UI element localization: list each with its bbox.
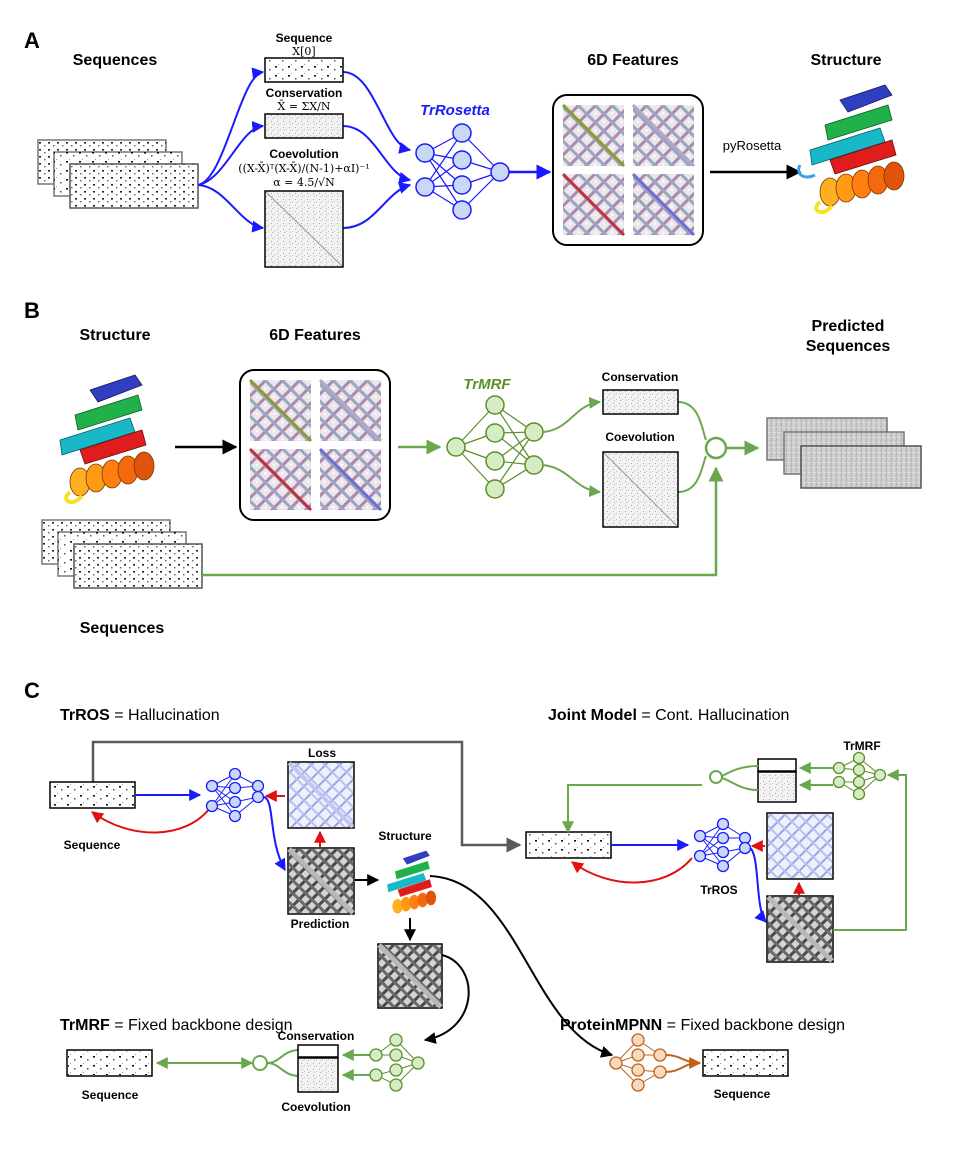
- mpnn-network: [609, 1033, 667, 1092]
- joint-cons-coev-box: [757, 758, 797, 803]
- input-sequence-stack-b: [41, 519, 203, 589]
- conservation-formula: X̄ = ΣX/N: [278, 100, 331, 113]
- protein-structure-icon-b: [59, 374, 155, 505]
- trros-network-joint: [693, 817, 752, 873]
- panel-c-letter: C: [24, 678, 40, 703]
- joint-prediction-map: [766, 895, 834, 963]
- panel-a: A Sequences Sequence X[0] Conservation X…: [24, 28, 905, 268]
- input-branches: [197, 67, 412, 233]
- predicted-title-2: Sequences: [806, 338, 891, 355]
- conservation-label-c: Conservation: [278, 1029, 355, 1043]
- hallucination-sequence-label: Sequence: [64, 838, 121, 852]
- coevolution-formula-1: ((X-X̄)ᵀ(X-X̄)/(N-1)+αI)⁻¹: [238, 162, 369, 175]
- trrosetta-label: TrRosetta: [420, 102, 490, 119]
- sequences-title: Sequences: [73, 52, 158, 69]
- trmrf-outputs: [542, 396, 707, 498]
- trmrf-network-c: [369, 1033, 425, 1092]
- prediction-label: Prediction: [291, 917, 350, 931]
- joint-merge-line-2: [721, 777, 759, 791]
- panel-b: B Structure 6D Features TrMRF: [24, 298, 922, 637]
- conservation-box-b: [602, 389, 679, 415]
- structure-to-mpnn-arrow: [429, 875, 614, 1058]
- predicted-title-1: Predicted: [812, 318, 885, 335]
- joint-green-feedback-arrow: [562, 784, 702, 834]
- features-title: 6D Features: [587, 52, 679, 69]
- trmrf-sequence-box: [66, 1049, 153, 1077]
- hallucination-sequence-box: [49, 781, 136, 809]
- trros-heading: TrROS = Hallucination: [60, 707, 220, 724]
- sequences-to-combine-arrow: [202, 466, 724, 577]
- sequence-formula: X[0]: [292, 45, 315, 58]
- joint-gradient-arrow: [571, 857, 693, 884]
- panel-c: C TrROS = Hallucination Joint Model = Co…: [24, 678, 907, 1114]
- trrosetta-network: [415, 123, 510, 220]
- joint-trros-to-pred-arrow: [749, 847, 767, 923]
- joint-pred-to-trmrf-arrow: [833, 769, 907, 931]
- link-to-joint-arrow: [91, 740, 522, 853]
- coevolution-box-b: [602, 451, 679, 528]
- trmrf-label-joint: TrMRF: [843, 739, 880, 753]
- structure-title-b: Structure: [79, 327, 150, 344]
- protein-structure-icon-c: [387, 850, 437, 914]
- joint-sequence-box: [525, 831, 612, 859]
- panel-b-letter: B: [24, 298, 40, 323]
- joint-heading: Joint Model = Cont. Hallucination: [548, 707, 789, 724]
- conservation-label-b: Conservation: [602, 370, 679, 384]
- trmrf-network-joint: [832, 751, 887, 801]
- loss-label: Loss: [308, 746, 336, 760]
- coevolution-label-b: Coevolution: [605, 430, 674, 444]
- trmrf-merge-line-1: [266, 1049, 299, 1064]
- coevolution-label: Coevolution: [269, 147, 338, 161]
- mpnn-merge-line: [665, 1062, 699, 1073]
- sequence-box: [264, 57, 344, 83]
- trros-to-prediction-arrow: [263, 796, 286, 872]
- trmrf-combine-node: [252, 1055, 268, 1071]
- coevolution-formula-2: α = 4.5/√N: [273, 176, 335, 189]
- gradient-to-seq-arrow: [91, 807, 211, 834]
- joint-merge-line-1: [721, 765, 759, 777]
- trmrf-sequence-label: Sequence: [82, 1088, 139, 1102]
- sequence-label: Sequence: [276, 31, 333, 45]
- trmrf-merge-line-2: [266, 1062, 299, 1077]
- mpnn-sequence-label: Sequence: [714, 1087, 771, 1101]
- conservation-box: [264, 113, 344, 139]
- trmrf-cons-coev-box: [297, 1044, 339, 1093]
- prediction-map: [287, 847, 355, 915]
- sequences-title-b: Sequences: [80, 620, 165, 637]
- mpnn-sequence-box: [702, 1049, 789, 1077]
- conservation-label: Conservation: [266, 86, 343, 100]
- protein-structure-icon: [797, 84, 905, 215]
- trros-network-c: [205, 767, 265, 823]
- features-title-b: 6D Features: [269, 327, 361, 344]
- coevolution-box: [264, 190, 344, 268]
- distance-map: [377, 943, 443, 1009]
- features-grid-b: [238, 368, 392, 522]
- trmrf-network: [446, 395, 544, 499]
- loss-map: [287, 761, 355, 829]
- trros-label-joint: TrROS: [700, 883, 737, 897]
- mpnn-to-seq-arrow: [665, 1054, 702, 1069]
- coevolution-label-c: Coevolution: [281, 1100, 350, 1114]
- joint-combine-node: [709, 770, 723, 784]
- joint-loss-map: [766, 812, 834, 880]
- structure-title: Structure: [810, 52, 881, 69]
- combine-node: [704, 436, 728, 460]
- mpnn-heading: ProteinMPNN = Fixed backbone design: [560, 1017, 845, 1034]
- trmrf-label: TrMRF: [463, 376, 511, 393]
- distance-to-trmrf-arrow: [423, 954, 470, 1044]
- sequence-alignment-stack: [37, 139, 199, 209]
- structure-label-c: Structure: [378, 829, 432, 843]
- features-grid: [551, 93, 705, 247]
- pyrosetta-label: pyRosetta: [723, 138, 782, 153]
- panel-a-letter: A: [24, 28, 40, 53]
- trmrf-heading: TrMRF = Fixed backbone design: [60, 1017, 293, 1034]
- predicted-sequence-stack: [766, 417, 922, 489]
